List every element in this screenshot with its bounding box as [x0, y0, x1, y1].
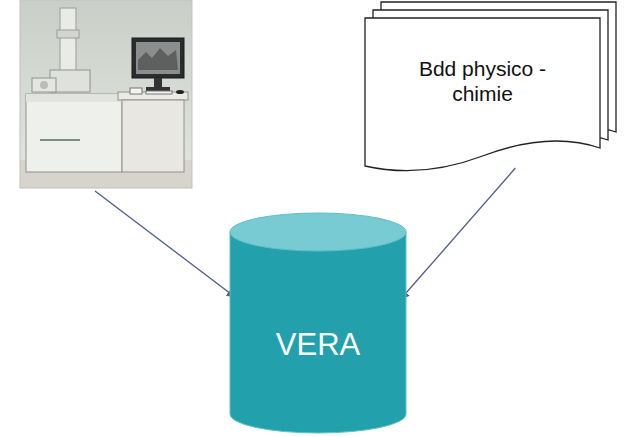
- microscope-photo: [20, 0, 192, 188]
- database-label: VERA: [276, 326, 360, 363]
- cylinder-top: [230, 213, 406, 251]
- database-cylinder: VERA: [230, 213, 406, 433]
- document-page: [365, 18, 600, 171]
- arrow-line: [95, 191, 235, 297]
- document-label: Bdd physico - chimie: [408, 56, 558, 106]
- arrow-line: [401, 168, 515, 299]
- cylinder-body: [230, 232, 406, 433]
- document-stack: Bdd physico - chimie: [365, 18, 600, 170]
- node-outline: [230, 213, 406, 433]
